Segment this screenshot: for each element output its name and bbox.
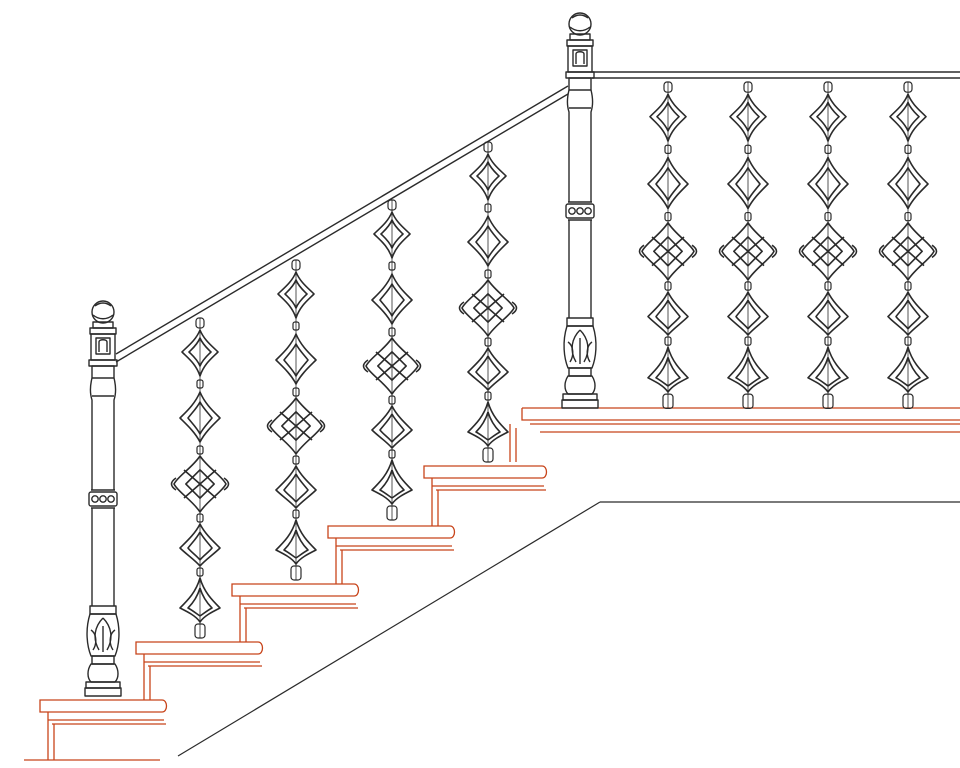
- stair-tread: [423, 465, 548, 526]
- ornamental-baluster: [170, 317, 230, 639]
- baluster-group: [170, 81, 938, 639]
- stair-tread: [231, 583, 360, 642]
- ornamental-baluster: [798, 81, 858, 410]
- landing-slab: [509, 407, 960, 462]
- ornamental-baluster: [878, 81, 938, 410]
- newel-post-upper: [561, 12, 599, 409]
- stair-tread: [135, 641, 264, 700]
- handrail: [115, 71, 960, 363]
- ornamental-baluster: [266, 259, 326, 581]
- stair-tread: [327, 525, 456, 584]
- ornamental-baluster: [458, 141, 518, 463]
- stair-tread: [39, 699, 168, 760]
- ornamental-baluster: [362, 199, 422, 521]
- newel-post-lower: [84, 300, 122, 697]
- stringer-soffit-lines: [177, 501, 960, 757]
- ornamental-baluster: [718, 81, 778, 410]
- stair-treads: [24, 465, 548, 761]
- ornamental-baluster: [638, 81, 698, 410]
